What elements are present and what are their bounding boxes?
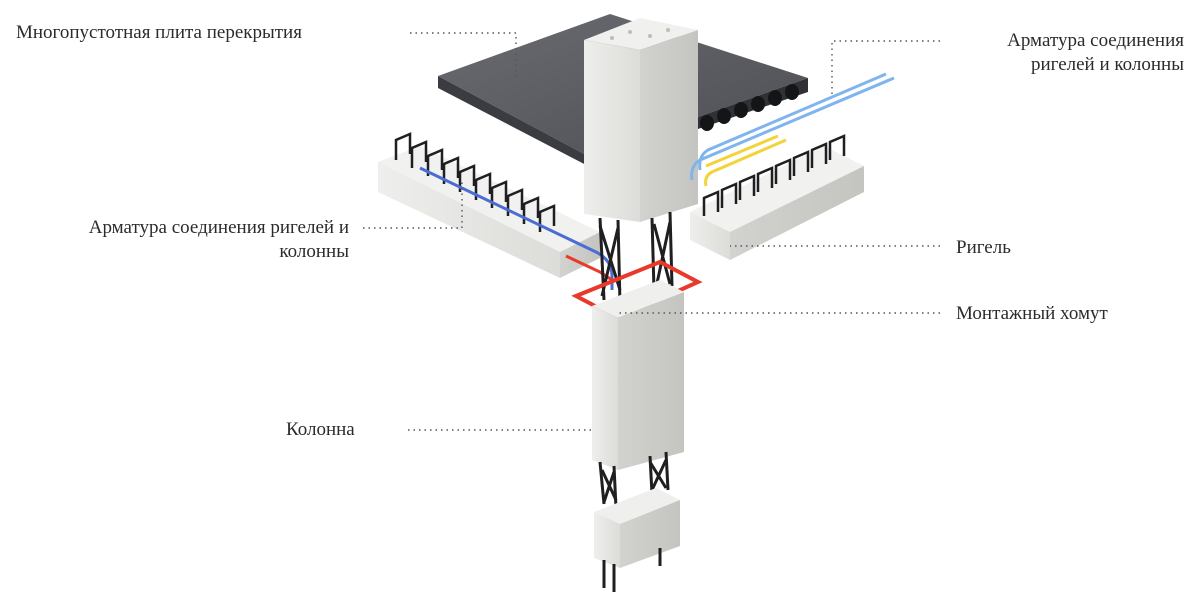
label-mounting-clamp: Монтажный хомут bbox=[956, 302, 1108, 326]
bottom-column-block bbox=[594, 488, 680, 568]
label-girder: Ригель bbox=[956, 236, 1011, 260]
label-connection-rebar-top-line2: ригелей и колонны bbox=[1007, 53, 1184, 77]
label-connection-rebar-left: Арматура соединения ригелей и колонны bbox=[16, 216, 349, 264]
label-connection-rebar-left-line2: колонны bbox=[16, 240, 349, 264]
leader-rebar-top bbox=[832, 41, 940, 94]
label-slab: Многопустотная плита перекрытия bbox=[16, 21, 302, 45]
label-connection-rebar-top-line1: Арматура соединения bbox=[1007, 29, 1184, 53]
upper-column bbox=[584, 18, 698, 222]
label-connection-rebar-top: Арматура соединения ригелей и колонны bbox=[1007, 29, 1184, 77]
lower-column bbox=[592, 280, 684, 470]
label-column: Колонна bbox=[286, 418, 355, 442]
label-connection-rebar-left-line1: Арматура соединения ригелей и bbox=[16, 216, 349, 240]
